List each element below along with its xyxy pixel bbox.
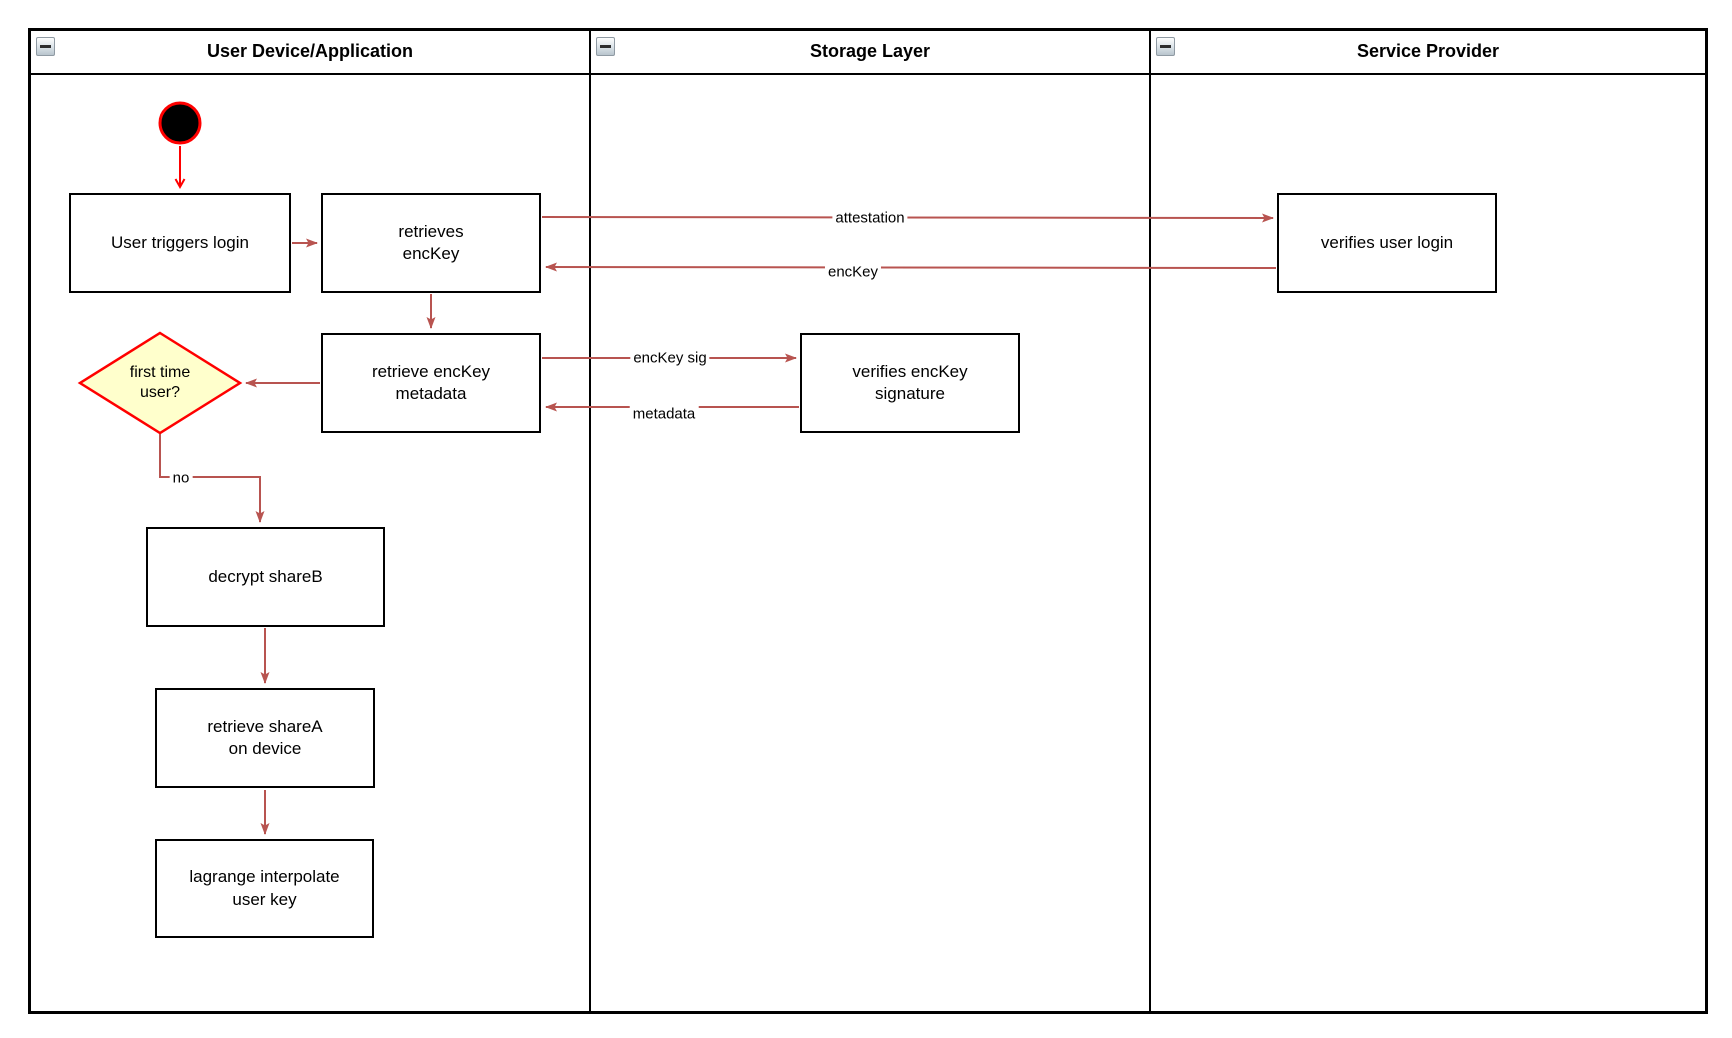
- edge-label-no: no: [169, 469, 193, 487]
- minus-glyph: [1160, 45, 1171, 48]
- edge-enckey-return: [545, 262, 1277, 272]
- node-verifies-user-login[interactable]: verifies user login: [1277, 193, 1497, 293]
- lane-title-user-device: User Device/Application: [206, 41, 414, 61]
- node-lagrange-interpolate[interactable]: lagrange interpolate user key: [155, 839, 374, 938]
- node-user-triggers-login[interactable]: User triggers login: [69, 193, 291, 293]
- edge-label-attestation: attestation: [832, 209, 908, 227]
- node-retrieve-enckey-metadata[interactable]: retrieve encKey metadata: [321, 333, 541, 433]
- node-retrieves-enckey[interactable]: retrieves encKey: [321, 193, 541, 293]
- edge-label-metadata: metadata: [629, 405, 699, 423]
- collapse-minus-icon[interactable]: [1156, 37, 1175, 56]
- node-verifies-enckey-signature[interactable]: verifies encKey signature: [800, 333, 1020, 433]
- lane-title-service-provider: Service Provider: [1356, 41, 1500, 61]
- edge-label-enckey-sig: encKey sig: [630, 349, 710, 367]
- decision-diamond-label: first time user?: [129, 364, 191, 401]
- edge-label-enckey: encKey: [824, 263, 882, 281]
- collapse-minus-icon[interactable]: [596, 37, 615, 56]
- minus-glyph: [40, 45, 51, 48]
- collapse-minus-icon[interactable]: [36, 37, 55, 56]
- initial-node[interactable]: [158, 101, 202, 145]
- lane-header-divider: [31, 73, 1705, 75]
- minus-glyph: [600, 45, 611, 48]
- lane-title-storage-layer: Storage Layer: [809, 41, 931, 61]
- node-decrypt-shareb[interactable]: decrypt shareB: [146, 527, 385, 627]
- lane-divider-1: [589, 31, 591, 1011]
- lane-divider-2: [1149, 31, 1151, 1011]
- decision-diamond[interactable]: [77, 331, 243, 435]
- node-retrieve-sharea-on-device[interactable]: retrieve shareA on device: [155, 688, 375, 788]
- edge-no-to-decrypt: [159, 434, 265, 523]
